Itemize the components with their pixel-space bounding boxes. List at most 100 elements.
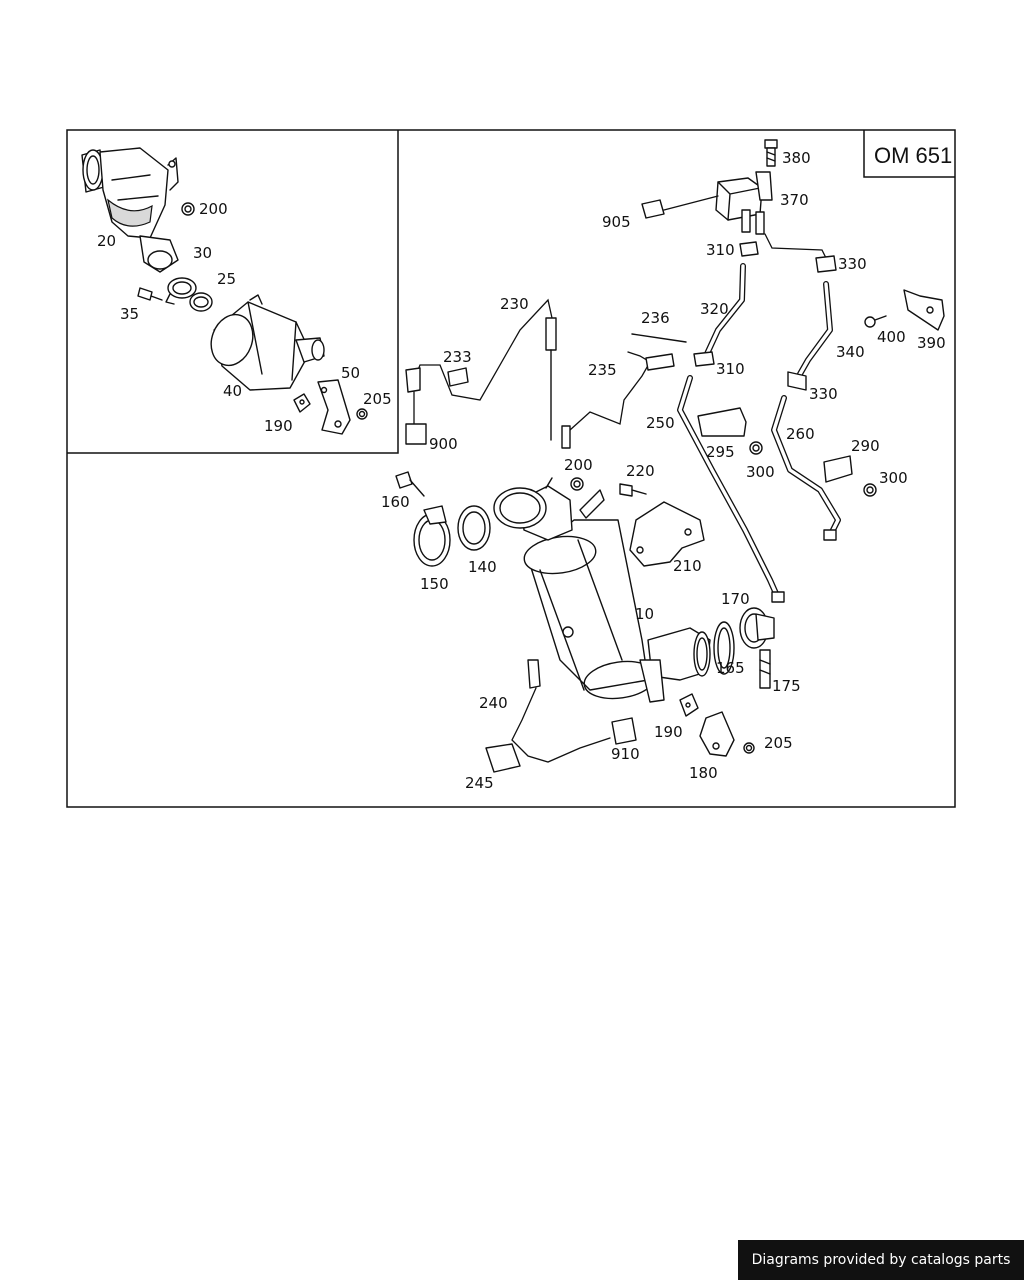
bolt-160	[395, 471, 425, 497]
callout-210: 210	[673, 557, 702, 575]
callout-290: 290	[851, 437, 880, 455]
inset-filter-40	[210, 294, 325, 391]
callout-300: 300	[746, 463, 775, 481]
callout-900: 900	[429, 435, 458, 453]
bracket-390	[903, 289, 945, 331]
sensor-harness	[663, 195, 719, 211]
callout-20: 20	[97, 232, 116, 250]
callout-310: 310	[716, 360, 745, 378]
callout-190: 190	[654, 723, 683, 741]
clamp-330-lower	[787, 371, 807, 391]
callout-330: 330	[809, 385, 838, 403]
clamp-150	[413, 505, 451, 567]
callout-370: 370	[780, 191, 809, 209]
callout-30: 30	[193, 244, 212, 262]
callout-245: 245	[465, 774, 494, 792]
callout-165: 165	[716, 659, 745, 677]
inset-gasket-25	[189, 292, 213, 312]
callout-170: 170	[721, 590, 750, 608]
inset-frame	[67, 130, 399, 454]
callout-295: 295	[706, 443, 735, 461]
model-label: OM 651	[874, 143, 952, 168]
clamp-310-top	[739, 241, 759, 257]
screw-300-upper	[749, 441, 763, 455]
connector-905	[641, 199, 665, 219]
connector-900	[405, 367, 427, 445]
callout-50: 50	[341, 364, 360, 382]
inset-clip-190	[293, 393, 311, 413]
callout-310: 310	[706, 241, 735, 259]
callout-190: 190	[264, 417, 293, 435]
callout-40: 40	[223, 382, 242, 400]
callout-150: 150	[420, 575, 449, 593]
gasket-140	[457, 505, 491, 551]
pressure-line-260	[771, 395, 841, 541]
inset-bolt-35	[137, 287, 163, 301]
callout-200: 200	[199, 200, 228, 218]
callout-240: 240	[479, 694, 508, 712]
diagram-frame	[66, 129, 956, 808]
temp-sensor-235	[561, 351, 675, 449]
bracket-210	[629, 501, 705, 567]
connector-910	[611, 717, 637, 745]
clamp-170	[739, 607, 775, 649]
connector-link	[764, 233, 827, 259]
callout-236: 236	[641, 309, 670, 327]
temp-sensor-230	[411, 298, 557, 441]
callout-25: 25	[217, 270, 236, 288]
inset-bracket-50	[317, 379, 351, 435]
callout-260: 260	[786, 425, 815, 443]
connector-245	[485, 743, 521, 773]
pressure-sensor-370	[715, 171, 773, 235]
callout-205: 205	[363, 390, 392, 408]
callout-400: 400	[877, 328, 906, 346]
cable-tie-236	[631, 333, 687, 343]
bolt-220	[619, 483, 647, 497]
callout-330: 330	[838, 255, 867, 273]
callout-233: 233	[443, 348, 472, 366]
callout-905: 905	[602, 213, 631, 231]
callout-140: 140	[468, 558, 497, 576]
callout-340: 340	[836, 343, 865, 361]
clamp-330-top	[815, 255, 837, 273]
callout-180: 180	[689, 764, 718, 782]
hose-340	[797, 281, 833, 377]
callout-175: 175	[772, 677, 801, 695]
bolt-400	[864, 315, 887, 328]
inset-clamp-30	[165, 277, 197, 305]
callout-205: 205	[764, 734, 793, 752]
clamp-310-lower	[693, 351, 715, 367]
nut-205-main	[743, 742, 755, 754]
callout-320: 320	[700, 300, 729, 318]
callout-35: 35	[120, 305, 139, 323]
callout-200: 200	[564, 456, 593, 474]
temp-sensor-240	[511, 659, 611, 763]
callout-10: 10	[635, 605, 654, 623]
callout-380: 380	[782, 149, 811, 167]
callout-250: 250	[646, 414, 675, 432]
callout-220: 220	[626, 462, 655, 480]
bracket-295	[697, 407, 747, 437]
gasket-165	[713, 621, 735, 675]
model-label-box	[863, 130, 955, 178]
screw-300-lower	[863, 483, 877, 497]
callout-160: 160	[381, 493, 410, 511]
nut-200-main	[570, 477, 584, 491]
screw-380	[764, 139, 778, 167]
callout-300: 300	[879, 469, 908, 487]
connector-233	[447, 367, 469, 387]
hose-320	[703, 263, 746, 359]
bracket-180	[699, 711, 735, 757]
callout-235: 235	[588, 361, 617, 379]
inset-nut-205	[356, 408, 368, 420]
inset-catalyst-20	[81, 147, 179, 273]
callout-910: 910	[611, 745, 640, 763]
callout-230: 230	[500, 295, 529, 313]
bolt-175	[759, 649, 771, 689]
inset-nut-200	[181, 202, 195, 216]
bracket-290	[823, 455, 853, 483]
particulate-filter-10	[493, 477, 711, 703]
clip-190-main	[679, 693, 699, 717]
